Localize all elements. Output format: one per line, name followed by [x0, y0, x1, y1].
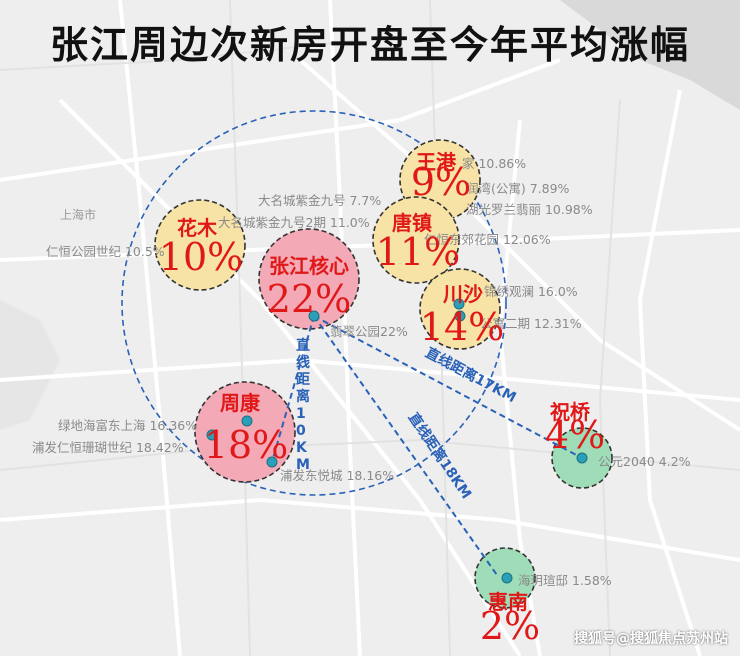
project-marker	[501, 572, 513, 584]
area-name-zhoukang: 周康	[220, 391, 260, 415]
area-circle-huamu	[154, 199, 246, 291]
project-label: 大名城紫金九号2期 11.0%	[218, 215, 370, 230]
area-name-zhangjiang: 张江核心	[269, 254, 349, 278]
project-markers	[206, 298, 588, 584]
area-name-wanggang: 王港	[416, 150, 456, 174]
project-label: 仁恒公园世纪 10.5%	[46, 244, 165, 259]
area-circle-zhangjiang	[258, 228, 360, 330]
project-marker	[241, 415, 253, 427]
page-title: 张江周边次新房开盘至今年平均涨幅	[49, 23, 690, 67]
distance-line-17km	[313, 315, 583, 459]
project-label: 大名城紫金九号 7.7%	[258, 193, 382, 208]
distance-line-18km	[313, 315, 498, 576]
project-marker	[206, 429, 218, 441]
watermark: 搜狐号@搜狐焦点苏州站	[574, 631, 728, 647]
project-label: 绿地海富东上海 16.36%	[58, 418, 198, 433]
area-name-tangzhen: 唐镇	[392, 211, 432, 235]
distance-label-10km: 直线距离10KM	[296, 338, 310, 473]
area-name-chuansha: 川沙	[443, 282, 483, 306]
project-marker	[454, 310, 466, 322]
project-marker	[266, 456, 278, 468]
project-marker	[308, 310, 320, 322]
area-pct-chuansha: 14%	[419, 305, 505, 349]
area-name-zhuqiao: 祝桥	[550, 400, 590, 424]
project-label: 润湾(公寓) 7.89%	[466, 181, 570, 196]
area-pct-zhuqiao: 4%	[544, 413, 606, 457]
project-label: 浦发东悦城 18.16%	[280, 468, 395, 483]
distance-lines	[271, 315, 583, 576]
area-pct-huamu: 10%	[158, 235, 244, 279]
area-name-huinan: 惠南	[488, 590, 528, 614]
area-pct-wanggang: 9%	[410, 160, 472, 204]
project-label: 家 10.86%	[462, 156, 527, 171]
project-label: 翡翠公园22%	[330, 324, 408, 339]
project-label: 公寓二期 12.31%	[480, 316, 582, 331]
radius-ring	[121, 110, 507, 496]
project-label: 公元2040 4.2%	[598, 454, 691, 469]
distance-line-10km	[271, 315, 315, 463]
area-pct-zhangjiang: 22%	[266, 277, 352, 321]
project-marker	[453, 298, 465, 310]
area-circle-tangzhen	[372, 196, 460, 284]
area-pct-zhoukang: 18%	[203, 423, 289, 467]
project-label: 仁恒东郊花园 12.06%	[424, 232, 551, 247]
area-circles	[154, 139, 613, 609]
city-label: 上海市	[60, 208, 97, 222]
area-pct-huinan: 2%	[479, 604, 541, 648]
project-label: 海玥瑄邸 1.58%	[518, 573, 612, 588]
project-label: 湖光罗兰翡丽 10.98%	[466, 202, 593, 217]
project-label: 锦绣观澜 16.0%	[484, 284, 578, 299]
project-marker	[576, 452, 588, 464]
project-label: 浦发仁恒珊瑚世纪 18.42%	[32, 440, 184, 455]
area-name-huamu: 花木	[177, 216, 217, 240]
area-pct-tangzhen: 11%	[375, 230, 461, 274]
